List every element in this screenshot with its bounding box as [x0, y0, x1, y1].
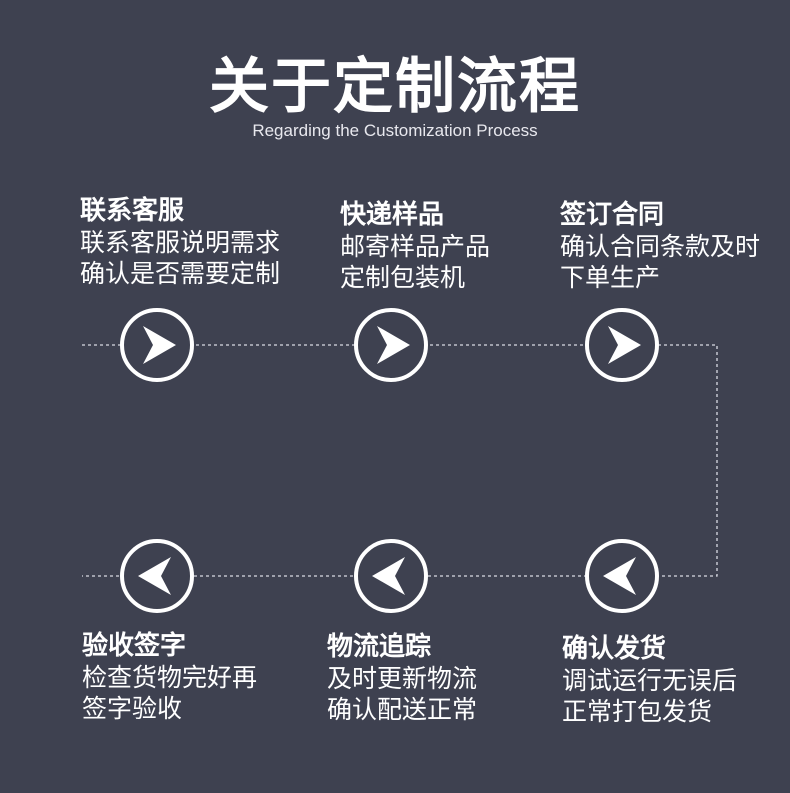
- step-desc-line: 确认配送正常: [327, 695, 478, 724]
- step-title: 签订合同: [560, 200, 665, 230]
- step-desc-line: 确认合同条款及时: [560, 232, 761, 261]
- step-desc-line: 调试运行无误后: [562, 666, 738, 695]
- step-title: 物流追踪: [327, 632, 432, 662]
- step-desc-line: 定制包装机: [340, 263, 466, 292]
- step-desc-line: 检查货物完好再: [82, 663, 258, 692]
- arrow-right-icon: [120, 308, 194, 382]
- step-title: 验收签字: [82, 631, 187, 661]
- step-desc-line: 签字验收: [82, 694, 183, 723]
- step-title: 确认发货: [562, 634, 667, 664]
- step-desc-line: 邮寄样品产品: [340, 232, 491, 261]
- arrow-right-icon: [585, 308, 659, 382]
- step-sign-contract: 签订合同 确认合同条款及时 下单生产: [560, 199, 760, 293]
- step-desc-line: 联系客服说明需求: [80, 228, 281, 257]
- arrow-left-icon: [120, 539, 194, 613]
- step-send-samples: 快递样品 邮寄样品产品 定制包装机: [340, 199, 490, 293]
- step-contact-service: 联系客服 联系客服说明需求 确认是否需要定制: [80, 195, 280, 289]
- step-desc-line: 正常打包发货: [562, 697, 713, 726]
- step-desc-line: 下单生产: [560, 263, 661, 292]
- page-subtitle: Regarding the Customization Process: [252, 121, 538, 140]
- step-title: 快递样品: [340, 200, 445, 230]
- step-inspect-sign: 验收签字 检查货物完好再 签字验收: [82, 630, 257, 724]
- arrow-right-icon: [354, 308, 428, 382]
- arrow-left-icon: [354, 539, 428, 613]
- step-logistics-tracking: 物流追踪 及时更新物流 确认配送正常: [327, 631, 477, 725]
- step-desc-line: 确认是否需要定制: [80, 259, 281, 288]
- page-title: 关于定制流程: [209, 52, 581, 122]
- step-desc-line: 及时更新物流: [327, 664, 478, 693]
- step-confirm-shipment: 确认发货 调试运行无误后 正常打包发货: [562, 633, 737, 727]
- step-title: 联系客服: [80, 196, 185, 226]
- arrow-left-icon: [585, 539, 659, 613]
